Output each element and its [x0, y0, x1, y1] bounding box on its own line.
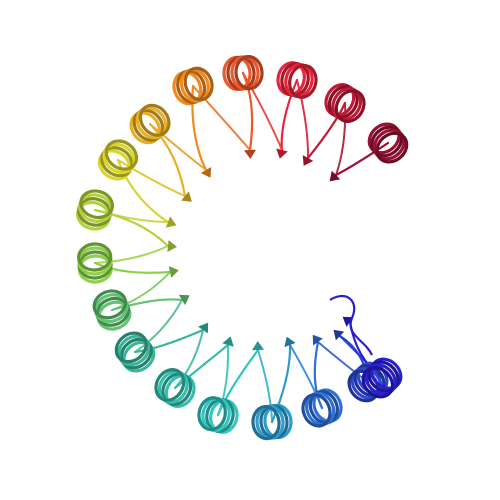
helix-11 — [154, 368, 196, 408]
helix-turn — [197, 396, 227, 432]
helix-turn — [251, 405, 281, 441]
loop-1 — [306, 101, 347, 160]
helix-0 — [367, 122, 409, 164]
helix-3 — [222, 55, 264, 91]
helix-turn — [77, 242, 113, 272]
loop-link-9 — [134, 299, 183, 353]
helix-turn — [288, 63, 318, 99]
helix-turn — [183, 66, 214, 102]
helix-turn — [375, 131, 409, 164]
loop-10 — [133, 328, 205, 354]
helix-6 — [97, 139, 139, 181]
helix-8 — [77, 242, 113, 284]
helix-14 — [301, 388, 343, 428]
beta-strand-12 — [252, 341, 264, 351]
helix-13 — [251, 403, 293, 441]
loop-0 — [334, 141, 390, 177]
helix-turn — [361, 366, 395, 399]
helix-12 — [197, 396, 239, 434]
beta-strand-9 — [178, 294, 190, 306]
beta-strand-4 — [200, 167, 212, 178]
loop-2 — [280, 78, 299, 152]
helix-5 — [129, 103, 171, 145]
beta-strand-0 — [329, 170, 341, 182]
beta-strand-15 — [333, 329, 345, 341]
helix-1 — [324, 83, 366, 123]
beta-strand-2 — [276, 148, 288, 159]
helix-turn — [79, 189, 115, 220]
loop-link-12 — [257, 349, 273, 423]
helix-turn — [138, 103, 171, 137]
loop-12 — [216, 348, 260, 417]
loop-link-10 — [174, 329, 204, 389]
loop-3 — [241, 71, 254, 152]
loop-link-0 — [335, 102, 347, 176]
helix-9 — [92, 289, 132, 331]
beta-strand-14 — [312, 334, 323, 346]
loop-8 — [93, 261, 172, 274]
helix-16 — [361, 357, 403, 399]
beta-strand-11 — [222, 336, 234, 347]
beta-strand-6 — [165, 216, 177, 228]
loop-link-7 — [94, 245, 169, 264]
n-terminal-loop — [329, 294, 373, 356]
beta-strand-10 — [198, 322, 209, 334]
helix-turn — [334, 89, 366, 123]
loop-9 — [110, 298, 184, 312]
loop-link-14 — [317, 341, 369, 383]
helix-turn — [301, 393, 332, 428]
helix-7 — [75, 189, 115, 231]
beta-strand-13 — [284, 336, 296, 348]
helix-4 — [172, 66, 214, 106]
helix-10 — [114, 331, 156, 373]
loop-link-5 — [117, 159, 186, 197]
helix-turn — [92, 289, 128, 320]
helix-turn — [234, 55, 264, 91]
loop-5 — [148, 122, 187, 198]
helix-turn — [104, 139, 139, 171]
loop-11 — [173, 343, 230, 390]
helix-turn — [114, 331, 148, 364]
helix-2 — [276, 61, 318, 99]
beta-strand-5 — [181, 191, 192, 202]
beta-strand-7 — [167, 240, 177, 252]
beta-strand-3 — [244, 149, 256, 159]
loop-7 — [93, 208, 170, 248]
loop-14 — [313, 340, 324, 410]
beta-strand-8 — [168, 266, 179, 278]
beta-strand-1 — [302, 155, 314, 166]
helix-turn — [154, 368, 186, 402]
